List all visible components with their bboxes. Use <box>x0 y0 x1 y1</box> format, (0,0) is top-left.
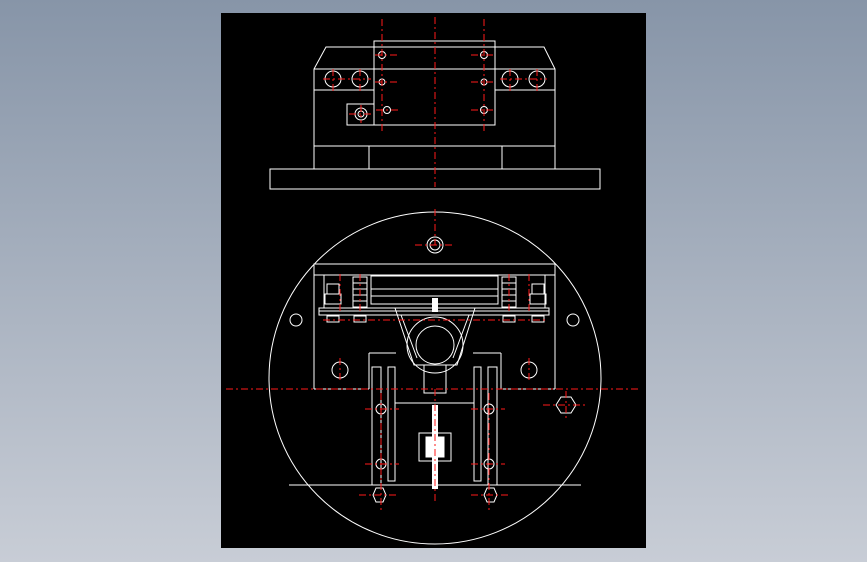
bore <box>406 316 464 374</box>
elevation-view <box>269 17 601 190</box>
plan-view <box>226 209 641 545</box>
cad-viewport[interactable] <box>221 13 646 548</box>
cad-drawing <box>226 17 641 545</box>
v-block <box>394 307 476 394</box>
elevation-centerlines <box>323 17 547 187</box>
right-hex-nut <box>555 396 577 414</box>
plan-centerlines <box>226 209 641 511</box>
lead-screw <box>418 405 452 489</box>
bolts <box>324 283 547 323</box>
